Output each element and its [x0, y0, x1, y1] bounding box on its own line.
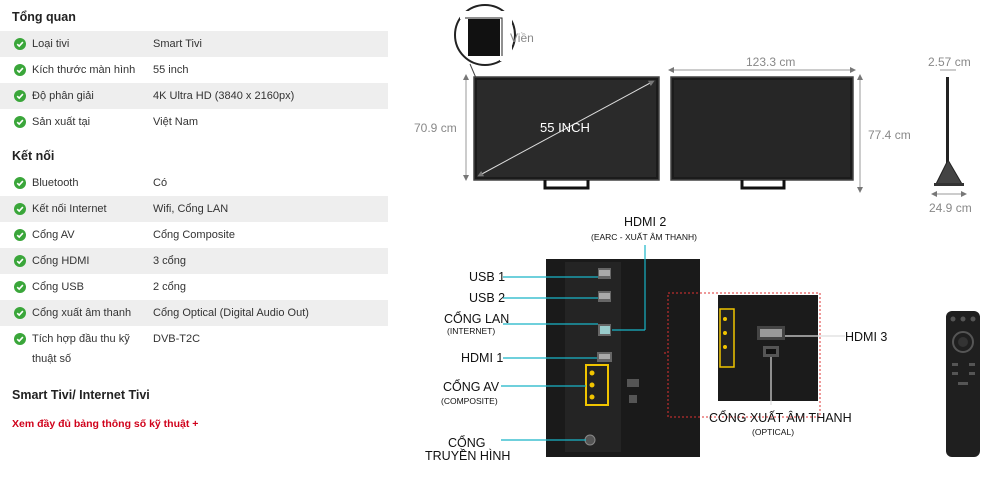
panel-depth-label: 2.57 cm [928, 55, 971, 69]
tv-back [670, 76, 854, 190]
inset-callout-lines [770, 335, 845, 405]
spec-row: Tích hợp đầu thu kỹ thuật số DVB-T2C [0, 326, 388, 374]
spec-value: 4K Ultra HD (3840 x 2160px) [153, 90, 295, 102]
spec-label: Cổng USB [32, 281, 84, 293]
antenna-label-line2: TRUYỀN HÌNH [425, 448, 510, 463]
spec-label: Tích hợp đầu thu kỹ thuật số [32, 333, 130, 365]
tv-dimension-port-diagram: Viền 55 INCH 70.9 cm 123.3 cm 77.4 cm 2.… [414, 4, 980, 463]
spec-label: Cổng xuất âm thanh [32, 307, 132, 319]
remote-control [946, 311, 980, 457]
spec-value: DVB-T2C [153, 333, 201, 345]
spec-row: Bluetooth Có [0, 170, 388, 196]
check-icon [14, 229, 26, 241]
check-icon [14, 90, 26, 102]
tv-front [473, 76, 660, 190]
spec-label: Sản xuất tại [32, 116, 91, 128]
spec-value: Cổng Composite [153, 229, 235, 241]
connectivity-title: Kết nối [12, 149, 55, 163]
spec-label: Kích thước màn hình [32, 64, 136, 76]
usb1-label: USB 1 [469, 270, 505, 284]
diagonal-label: 55 INCH [540, 120, 590, 135]
optical-label: CỔNG XUẤT ÂM THANH [709, 410, 852, 425]
full-specs-link[interactable]: Xem đầy đủ bảng thông số kỹ thuật + [12, 418, 199, 430]
spec-row: Độ phân giải 4K Ultra HD (3840 x 2160px) [0, 83, 388, 109]
check-icon [14, 281, 26, 293]
tv-side [934, 77, 964, 186]
spec-value: Wifi, Cổng LAN [153, 203, 229, 215]
check-icon [14, 203, 26, 215]
spec-value: Cổng Optical (Digital Audio Out) [153, 307, 309, 319]
width-label: 123.3 cm [746, 55, 795, 69]
av-sub-label: (COMPOSITE) [441, 396, 498, 406]
spec-row: Cổng AV Cổng Composite [0, 222, 388, 248]
spec-label: Bluetooth [32, 177, 79, 189]
spec-row: Cổng HDMI 3 cổng [0, 248, 388, 274]
hdmi3-label: HDMI 3 [845, 330, 887, 344]
smart-tv-title: Smart Tivi/ Internet Tivi [12, 388, 150, 402]
antenna-label-line1: CỔNG [448, 435, 486, 450]
check-icon [14, 177, 26, 189]
spec-value: 2 cổng [153, 281, 187, 293]
spec-value: 3 cổng [153, 255, 187, 267]
bezel-label: Viền [510, 31, 534, 45]
port-zoom-inset [718, 295, 818, 401]
height-with-stand-label: 70.9 cm [414, 121, 457, 135]
check-icon [14, 333, 26, 345]
spec-row: Cổng xuất âm thanh Cổng Optical (Digital… [0, 300, 388, 326]
lan-label: CỔNG LAN [444, 311, 509, 326]
overview-title: Tổng quan [12, 10, 76, 24]
spec-label: Loại tivi [32, 38, 70, 50]
spec-row: Loại tivi Smart Tivi [0, 31, 388, 57]
bezel-zoom [454, 4, 516, 79]
lan-sub-label: (INTERNET) [447, 326, 495, 336]
stand-depth-label: 24.9 cm [929, 201, 972, 215]
check-icon [14, 307, 26, 319]
spec-row: Kết nối Internet Wifi, Cổng LAN [0, 196, 388, 222]
check-icon [14, 64, 26, 76]
spec-row: Sản xuất tại Việt Nam [0, 109, 388, 135]
callout-lines [501, 245, 646, 441]
spec-row: Kích thước màn hình 55 inch [0, 57, 388, 83]
hdmi1-label: HDMI 1 [461, 351, 503, 365]
usb2-label: USB 2 [469, 291, 505, 305]
spec-label: Cổng AV [32, 229, 75, 241]
hdmi2-sub-label: (EARC - XUẤT ÂM THANH) [591, 232, 697, 242]
height-total-label: 77.4 cm [868, 128, 911, 142]
spec-value: 55 inch [153, 64, 189, 76]
spec-value: Có [153, 177, 168, 189]
av-label: CỔNG AV [443, 379, 500, 394]
check-icon [14, 255, 26, 267]
spec-label: Cổng HDMI [32, 255, 90, 267]
spec-row: Cổng USB 2 cổng [0, 274, 388, 300]
check-icon [14, 38, 26, 50]
spec-value: Smart Tivi [153, 38, 202, 50]
spec-label: Độ phân giải [32, 90, 94, 102]
hdmi2-label: HDMI 2 [624, 215, 666, 229]
check-icon [14, 116, 26, 128]
spec-value: Việt Nam [153, 116, 199, 128]
optical-sub-label: (OPTICAL) [752, 427, 794, 437]
spec-label: Kết nối Internet [32, 203, 107, 215]
